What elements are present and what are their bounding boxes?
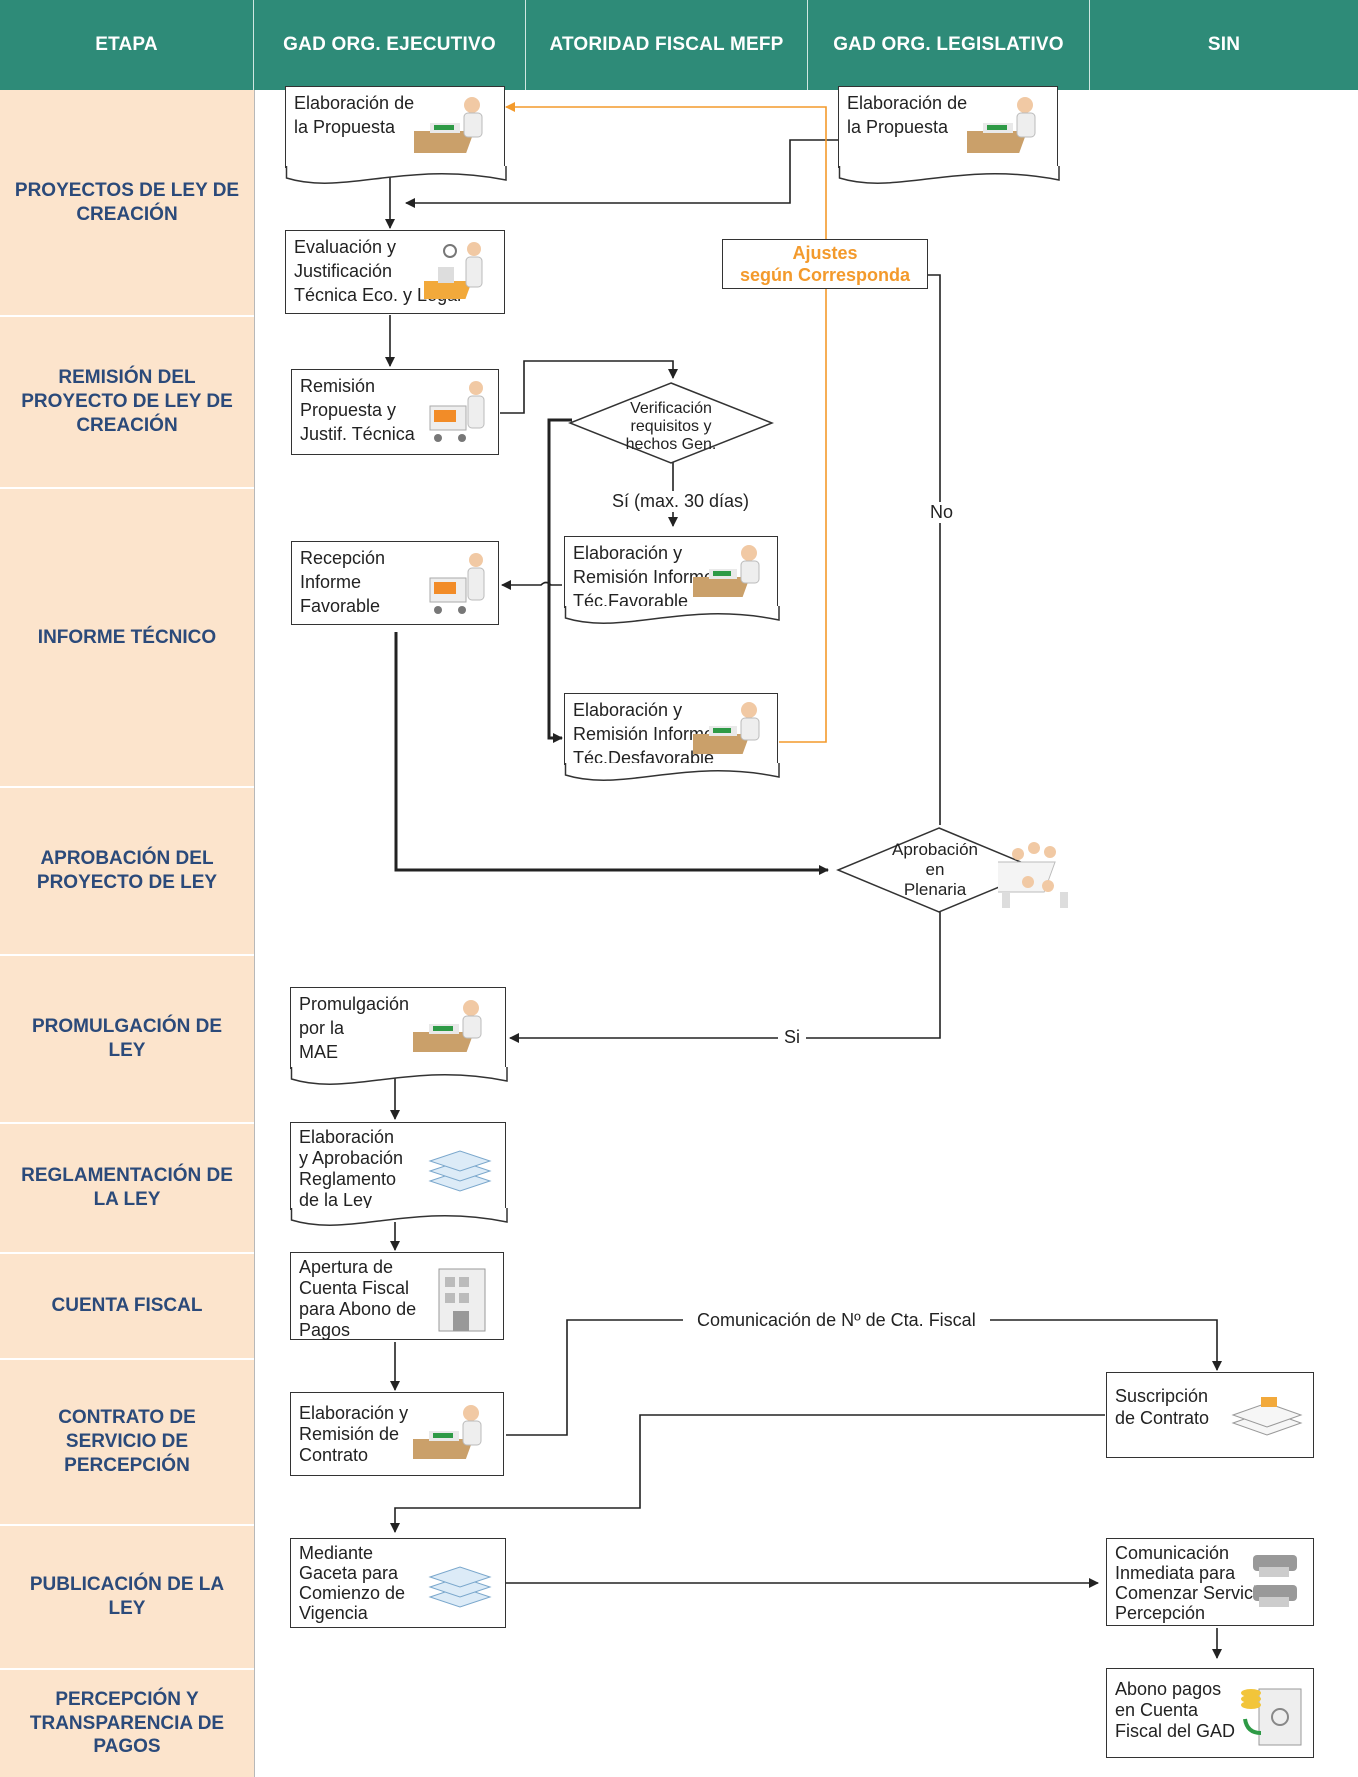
inspector-icon xyxy=(424,242,483,299)
contract-document-icon xyxy=(1231,1397,1303,1436)
edge-label-si-30: Sí (max. 30 días) xyxy=(612,491,750,512)
edge-suscripcion-to-gaceta xyxy=(390,1414,1105,1533)
header-autoridad-fiscal: ATORIDAD FISCAL MEFP xyxy=(526,0,808,90)
desk-worker-icon xyxy=(693,702,760,754)
edge-label-si: Si xyxy=(778,1027,807,1048)
stage-percepcion: PERCEPCIÓN Y TRANSPARENCIA DE PAGOS xyxy=(0,1670,254,1777)
paper-stack-icon xyxy=(428,1150,492,1192)
stage-reglamentacion: REGLAMENTACIÓN DE LA LEY xyxy=(0,1124,254,1254)
desk-worker-icon xyxy=(413,1405,482,1459)
meeting-table-icon xyxy=(998,842,1068,908)
edge-si-to-promulgacion xyxy=(509,910,941,1043)
column-divider xyxy=(254,90,255,1777)
decision-aprobacion xyxy=(836,827,1042,913)
delivery-cart-icon xyxy=(429,381,485,442)
stage-contrato: CONTRATO DE SERVICIO DE PERCEPCIÓN xyxy=(0,1360,254,1526)
header-sin: SIN xyxy=(1090,0,1358,90)
header-gad-legislativo: GAD ORG. LEGISLATIVO xyxy=(808,0,1090,90)
edge-contrato-to-suscripcion xyxy=(506,1319,1222,1436)
edge-verificacion-to-desfavorable xyxy=(547,418,572,743)
bank-building-icon xyxy=(438,1268,486,1332)
header-etapa: ETAPA xyxy=(0,0,254,90)
desk-worker-icon xyxy=(693,545,760,597)
edge-propuesta-leg-to-ejec xyxy=(405,139,838,208)
telephone-icon xyxy=(1253,1555,1297,1607)
edge-favorable-to-recepcion xyxy=(501,580,562,590)
stage-proyectos: PROYECTOS DE LEY DE CREACIÓN xyxy=(0,90,254,317)
stage-aprobacion: APROBACIÓN DEL PROYECTO DE LEY xyxy=(0,788,254,956)
edge-label-no: No xyxy=(930,502,954,523)
edge-no-to-ajustes xyxy=(825,270,941,825)
edge-recepcion-to-aprobacion xyxy=(394,632,829,875)
desk-worker-icon xyxy=(413,1000,482,1052)
decision-verificacion xyxy=(568,382,774,464)
stage-publicacion: PUBLICACIÓN DE LA LEY xyxy=(0,1526,254,1670)
stage-informe-tecnico: INFORME TÉCNICO xyxy=(0,489,254,788)
stage-promulgacion: PROMULGACIÓN DE LEY xyxy=(0,956,254,1124)
edge-label-cta-fiscal: Comunicación de Nº de Cta. Fiscal xyxy=(683,1310,990,1331)
delivery-cart-icon xyxy=(429,553,485,614)
stage-remision: REMISIÓN DEL PROYECTO DE LEY DE CREACIÓN xyxy=(0,317,254,489)
desk-worker-icon xyxy=(414,97,483,153)
edge-desfavorable-to-propuesta xyxy=(505,102,827,743)
header-gad-ejecutivo: GAD ORG. EJECUTIVO xyxy=(254,0,526,90)
stage-cuenta-fiscal: CUENTA FISCAL xyxy=(0,1254,254,1360)
edge-remision-to-verificacion xyxy=(500,360,678,414)
paper-stack-icon xyxy=(428,1566,492,1608)
safe-coins-icon xyxy=(1241,1688,1302,1746)
desk-worker-icon xyxy=(967,97,1036,153)
